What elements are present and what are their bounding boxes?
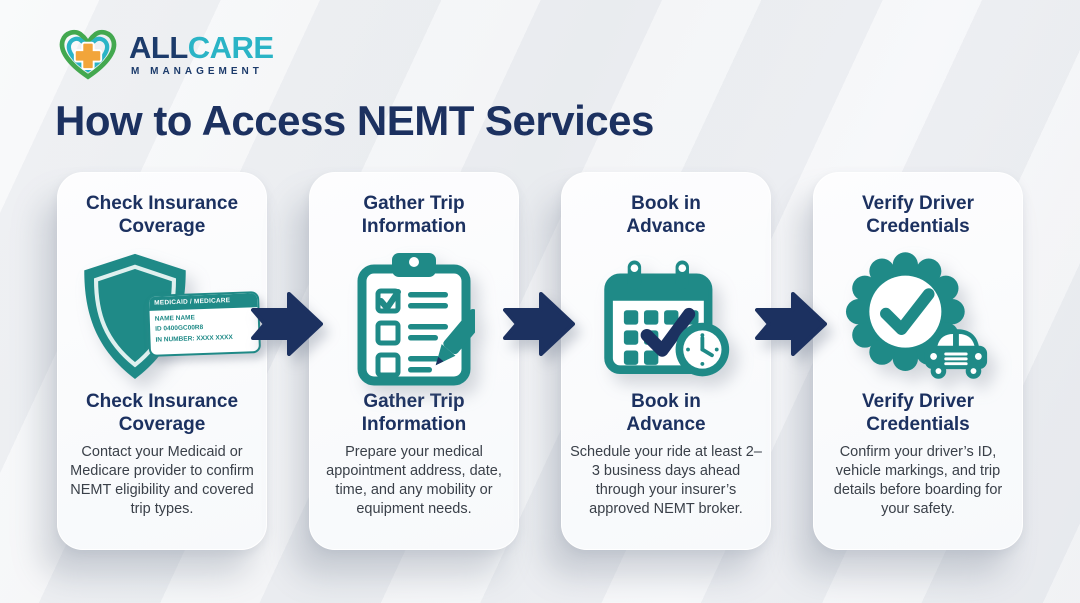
page-title: How to Access NEMT Services xyxy=(55,97,654,144)
insurance-mini-card: MEDICAID / MEDICARE NAME NAME ID 0400GC0… xyxy=(146,291,262,357)
step-body: Confirm your driver’s ID, vehicle markin… xyxy=(833,444,1003,518)
badge-check-car-icon xyxy=(814,247,1022,387)
brand-name: ALLCARE xyxy=(129,29,274,65)
arrow-right-icon xyxy=(755,286,827,362)
clipboard-checklist-pencil-icon xyxy=(310,247,518,387)
step-body: Prepare your medical appointment address… xyxy=(326,444,502,518)
brand-tagline: M MANAGEMENT xyxy=(131,65,263,77)
logo: ALLCARE M MANAGEMENT xyxy=(55,24,274,84)
step-body: Schedule your ride at least 2–3 business… xyxy=(570,444,762,518)
heart-medical-cross-icon xyxy=(55,24,121,84)
arrow-right-icon xyxy=(251,286,323,362)
shield-insurance-card-icon: MEDICAID / MEDICARE NAME NAME ID 0400GC0… xyxy=(58,247,266,387)
step-body: Contact your Medicaid or Medicare provid… xyxy=(70,444,254,518)
calendar-check-clock-icon xyxy=(562,247,770,387)
arrow-right-icon xyxy=(503,286,575,362)
